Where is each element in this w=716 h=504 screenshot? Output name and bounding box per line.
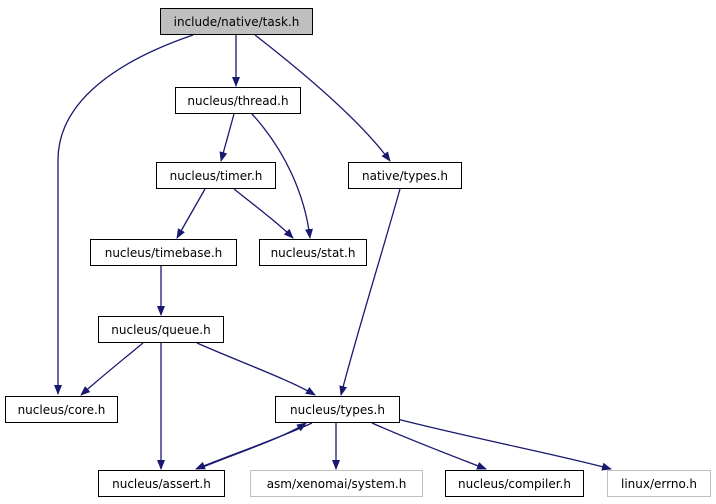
node-native-types[interactable]: native/types.h [348, 162, 462, 189]
edge-thread-to-timer [219, 113, 235, 162]
node-thread[interactable]: nucleus/thread.h [175, 87, 301, 114]
node-compiler[interactable]: nucleus/compiler.h [445, 470, 584, 497]
edge-native_types-to-types [339, 188, 401, 396]
node-asm-system[interactable]: asm/xenomai/system.h [250, 470, 423, 497]
node-errno[interactable]: linux/errno.h [607, 470, 711, 497]
edge-queue-to-core [80, 342, 144, 396]
edge-timer-to-stat [233, 188, 294, 239]
node-stat[interactable]: nucleus/stat.h [259, 239, 367, 266]
node-core[interactable]: nucleus/core.h [5, 396, 118, 423]
edge-types-to-errno [396, 418, 612, 471]
edge-task-to-native_types [254, 34, 391, 162]
edge-timer-to-timebase [176, 188, 206, 239]
edge-types-to-compiler [371, 422, 487, 470]
node-queue[interactable]: nucleus/queue.h [98, 316, 224, 343]
node-timer[interactable]: nucleus/timer.h [156, 162, 276, 189]
node-assert[interactable]: nucleus/assert.h [98, 470, 225, 497]
node-types[interactable]: nucleus/types.h [275, 396, 400, 423]
node-timebase[interactable]: nucleus/timebase.h [90, 239, 237, 266]
node-task[interactable]: include/native/task.h [160, 8, 313, 35]
edge-queue-to-types [196, 342, 316, 396]
edge-thread-to-stat [251, 113, 313, 239]
edge-task-to-core [54, 34, 194, 395]
edge-assert-to-types [197, 422, 307, 470]
